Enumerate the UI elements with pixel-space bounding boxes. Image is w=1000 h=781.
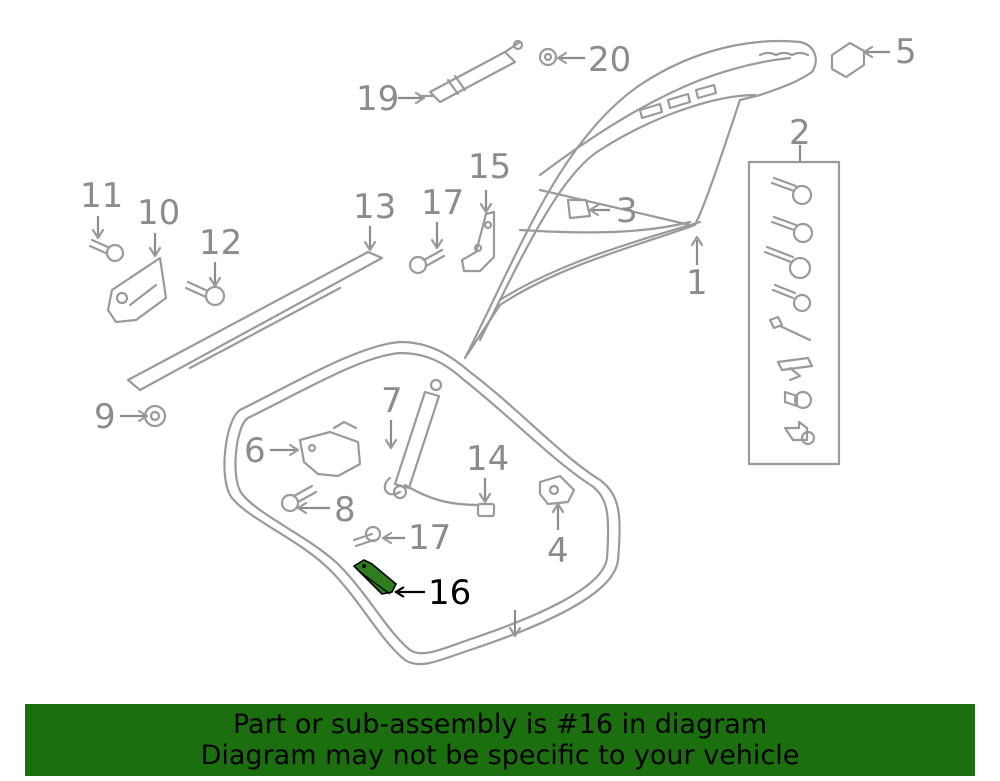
weatherstrip-seal[interactable]: [223, 340, 621, 666]
label-part-10: 10: [137, 193, 180, 233]
label-part-6: 6: [244, 431, 266, 471]
bracket-part-15[interactable]: [460, 210, 496, 273]
bolt-part-12[interactable]: [184, 280, 226, 307]
parts-diagram: 1 2 3 4 5 6 7 8 9 10 11 12 13 14 15 16 1…: [80, 32, 917, 666]
label-part-11: 11: [80, 176, 123, 216]
label-part-15: 15: [468, 147, 511, 187]
label-part-3: 3: [616, 191, 638, 231]
info-banner: Part or sub-assembly is #16 in diagram D…: [25, 704, 975, 776]
label-part-12: 12: [199, 223, 242, 263]
fastener-kit[interactable]: [747, 145, 841, 466]
latch-part-4[interactable]: [538, 474, 576, 506]
trim-strip-part-13[interactable]: [126, 250, 384, 392]
clip-part-3[interactable]: [566, 198, 592, 220]
label-part-2: 2: [789, 113, 811, 153]
bolt-part-17-lower[interactable]: [352, 525, 382, 548]
bolt-part-8[interactable]: [280, 484, 318, 513]
label-part-17-lower: 17: [408, 518, 451, 558]
label-part-19: 19: [356, 79, 399, 119]
banner-line-2: Diagram may not be specific to your vehi…: [200, 740, 800, 771]
nut-part-20[interactable]: [538, 47, 558, 67]
label-part-17-upper: 17: [421, 183, 464, 223]
trunk-lid[interactable]: [463, 39, 817, 360]
label-part-13: 13: [353, 187, 396, 227]
label-part-5: 5: [895, 32, 917, 72]
label-part-7: 7: [381, 381, 403, 421]
label-part-4: 4: [547, 531, 569, 571]
label-part-20: 20: [588, 40, 631, 80]
bracket-part-16-highlighted[interactable]: [353, 559, 397, 595]
label-part-9: 9: [94, 397, 116, 437]
label-part-16: 16: [428, 573, 471, 613]
leader-lines: [91, 45, 890, 598]
cap-part-5[interactable]: [830, 41, 866, 79]
banner-line-1: Part or sub-assembly is #16 in diagram: [232, 709, 768, 740]
strut-part-19[interactable]: [418, 39, 524, 104]
label-part-14: 14: [466, 439, 509, 479]
connector-part-14[interactable]: [403, 483, 496, 518]
hinge-part-10[interactable]: [106, 256, 168, 324]
hinge-part-6[interactable]: [298, 420, 362, 478]
label-part-1: 1: [686, 263, 708, 303]
bolt-part-11[interactable]: [88, 238, 125, 263]
bolt-part-17-upper[interactable]: [408, 248, 446, 275]
label-part-8: 8: [334, 490, 356, 530]
